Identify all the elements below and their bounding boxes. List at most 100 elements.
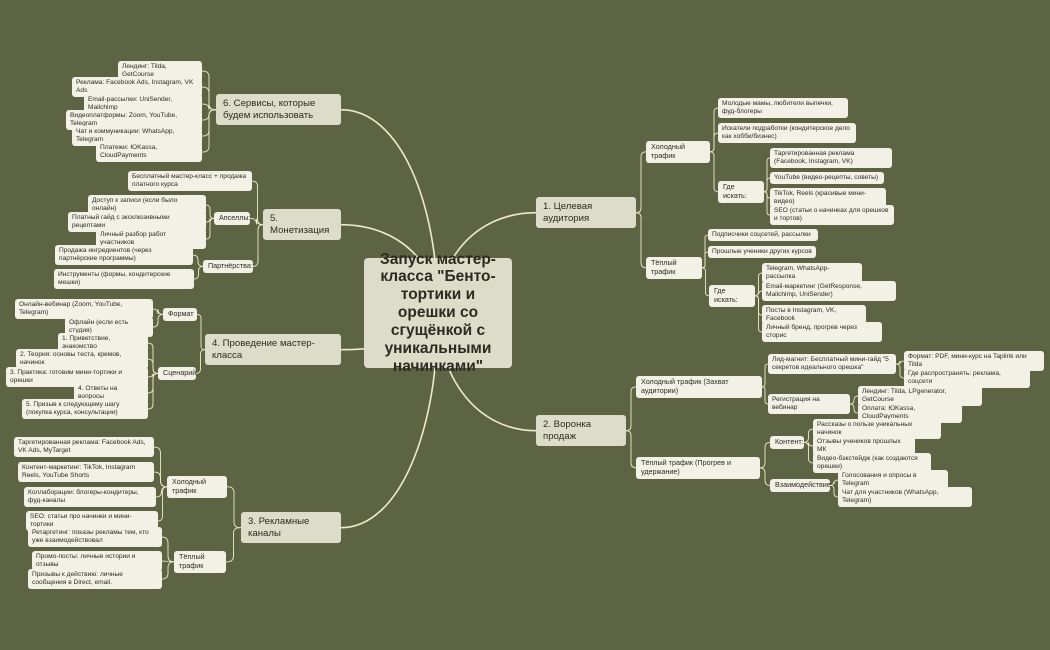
ads-warm-item-3[interactable]: Призывы к действию: личные сообщения в D… — [28, 569, 162, 590]
connector-funnel-webinar-item-1 — [849, 395, 859, 405]
funnel-content-item-1[interactable]: Рассказы о пользе уникальных начинок — [813, 419, 941, 440]
ads-cold-item-4[interactable]: SEO: статьи про начинки и мини-тортики — [26, 511, 158, 532]
connector-masterclass-scenario-item-5 — [147, 372, 159, 410]
branch-ad-channels[interactable]: 3. Рекламные каналы — [241, 512, 341, 544]
funnel-interact-item-1[interactable]: Голосования и опросы в Telegram — [838, 470, 948, 491]
funnel-interaction[interactable]: Взаимодействие: — [770, 479, 833, 492]
audience-cold-traffic[interactable]: Холодный трафик — [646, 141, 710, 163]
ads-warm-item-2[interactable]: Промо-посты: личные истории и отзывы — [32, 551, 162, 572]
funnel-content-item-3[interactable]: Видео-бэкстейдж (как создаются орешки) — [813, 453, 931, 474]
branch-sales-funnel[interactable]: 2. Воронка продаж — [536, 415, 626, 447]
masterclass-scenario-item-5[interactable]: 5. Призыв к следующему шагу (покупка кур… — [22, 399, 148, 420]
services-item-5[interactable]: Чат и коммуникации: WhatsApp, Telegram — [72, 126, 202, 147]
funnel-lead-item-1[interactable]: Формат: PDF, мини-курс на Taplink или Ti… — [904, 351, 1044, 372]
connector-monetization-upsells — [250, 217, 263, 226]
services-item-3[interactable]: Email-рассылки: UniSender, Mailchimp — [84, 94, 202, 115]
connector-funnel-lead-item-2 — [895, 363, 905, 379]
connector-services-item-3 — [202, 103, 216, 111]
connector-ads-warm-traffic — [226, 527, 241, 563]
connector-monetization-partner-item-2 — [193, 265, 204, 280]
ads-warm-item-1[interactable]: Ретаргетинг: показы рекламы тем, кто уже… — [28, 527, 162, 548]
ads-cold-item-3[interactable]: Коллаборации: блогеры-кондитеры, фуд-кан… — [24, 487, 156, 508]
connector-masterclass-scenario-item-2 — [147, 358, 159, 374]
connector-audience-warm-where — [701, 267, 710, 297]
ads-warm-traffic[interactable]: Тёплый трафик — [174, 551, 226, 573]
masterclass-scenario-item-2[interactable]: 2. Теория: основы теста, кремов, начинок — [16, 349, 148, 370]
audience-warm-where-2[interactable]: Email-маркетинг (GetResponse, Mailchimp,… — [762, 281, 896, 302]
connector-ads-cold-traffic — [227, 486, 241, 529]
funnel-webinar-item-2[interactable]: Оплата: ЮKassa, CloudPayments — [858, 403, 962, 424]
connector-funnel-interact-item-2 — [829, 484, 839, 498]
monetization-partner-item-1[interactable]: Продажа ингредиентов (через партнёрские … — [55, 245, 193, 266]
masterclass-scenario-item-4[interactable]: 4. Ответы на вопросы — [74, 383, 148, 404]
funnel-cold-traffic[interactable]: Холодный трафик (Захват аудитории) — [636, 376, 762, 398]
audience-warm-where-3[interactable]: Посты в Instagram, VK, Facebook — [762, 305, 866, 326]
branch-services[interactable]: 6. Сервисы, которые будем использовать — [216, 94, 341, 126]
funnel-webinar[interactable]: Регистрация на вебинар — [768, 394, 850, 415]
monetization-upsell-item-3[interactable]: Личный разбор работ участников — [96, 229, 206, 250]
services-item-4[interactable]: Видеоплатформы: Zoom, YouTube, Telegram — [66, 110, 202, 131]
audience-warm-where-1[interactable]: Telegram, WhatsApp-рассылка — [762, 263, 862, 284]
connector-funnel-lead-magnet — [761, 363, 769, 388]
connector-masterclass-format-item-1 — [152, 308, 164, 315]
services-item-1[interactable]: Лендинг: Tilda, GetCourse — [118, 61, 202, 82]
connector-masterclass-format-item-2 — [152, 313, 164, 328]
funnel-warm-traffic[interactable]: Тёплый трафик (Прогрев и удержание) — [636, 457, 760, 479]
connector-ads-cold-item-4 — [157, 486, 168, 522]
connector-funnel-webinar — [761, 386, 769, 405]
masterclass-format[interactable]: Формат — [163, 308, 197, 321]
connector-funnel-content-item-1 — [803, 428, 814, 443]
funnel-lead-magnet[interactable]: Лид-магнит: Бесплатный мини-гайд "5 секр… — [768, 354, 896, 375]
funnel-content-item-2[interactable]: Отзывы учеников прошлых МК — [813, 436, 915, 457]
connector-audience-cold-traffic — [635, 151, 647, 214]
monetization-partners[interactable]: Партнёрства: — [203, 260, 253, 273]
monetization-free-mk[interactable]: Бесплатный мастер-класс + продажа платно… — [128, 171, 252, 192]
funnel-webinar-item-1[interactable]: Лендинг: Tilda, LPgenerator, GetCourse — [858, 386, 982, 407]
audience-cold-where-1[interactable]: Таргетированная реклама (Facebook, Insta… — [770, 148, 892, 169]
audience-cold-where[interactable]: Где искать: — [718, 181, 764, 203]
connector-funnel-content-item-3 — [803, 441, 814, 464]
connector-funnel-lead-item-1 — [895, 360, 905, 365]
ads-cold-item-1[interactable]: Таргетированная реклама: Facebook Ads, V… — [14, 437, 154, 458]
services-item-2[interactable]: Реклама: Facebook Ads, Instagram, VK Ads — [72, 77, 202, 98]
audience-warm-where-4[interactable]: Личный бренд, прогрев через сторис — [762, 322, 882, 343]
audience-warm-item-1[interactable]: Подписчики соцсетей, рассылки — [708, 229, 818, 242]
services-item-6[interactable]: Платежи: ЮKassa, CloudPayments — [96, 142, 202, 163]
masterclass-scenario[interactable]: Сценарий — [158, 367, 196, 380]
masterclass-scenario-item-1[interactable]: 1. Приветствие, знакомство — [58, 333, 148, 354]
audience-cold-item-1[interactable]: Молодые мамы, любители выпечки, фуд-блог… — [718, 98, 848, 119]
funnel-lead-item-2[interactable]: Где распространять: реклама, соцсети — [904, 368, 1030, 389]
audience-cold-where-4[interactable]: SEO (статьи о начинках для орешков и тор… — [770, 205, 894, 226]
connector-funnel-warm-traffic — [625, 430, 637, 469]
connector-monetization-free-mk — [251, 180, 264, 226]
connector-ads-cold-item-2 — [154, 471, 167, 488]
funnel-interact-item-2[interactable]: Чат для участников (WhatsApp, Telegram) — [838, 487, 972, 508]
connector-monetization-partner-item-1 — [192, 254, 204, 267]
monetization-upsells[interactable]: Апселлы: — [214, 212, 251, 225]
connector-ads-warm-item-3 — [161, 561, 175, 580]
funnel-content[interactable]: Контент: — [770, 436, 804, 449]
audience-cold-where-3[interactable]: TikTok, Reels (красивые мини-видео) — [770, 188, 886, 209]
connector-masterclass-format — [196, 313, 206, 351]
masterclass-format-item-2[interactable]: Офлайн (если есть студия) — [65, 317, 153, 338]
masterclass-scenario-item-3[interactable]: 3. Практика: готовим мини-тортики и ореш… — [6, 367, 148, 388]
connector-audience-warm-where-2 — [754, 290, 763, 297]
masterclass-format-item-1[interactable]: Онлайн-вебинар (Zoom, YouTube, Telegram) — [15, 299, 153, 320]
monetization-partner-item-2[interactable]: Инструменты (формы, кондитерские мешки) — [54, 269, 194, 290]
branch-target-audience[interactable]: 1. Целевая аудитория — [536, 197, 636, 229]
branch-masterclass[interactable]: 4. Проведение мастер-класса — [205, 334, 341, 366]
audience-cold-where-2[interactable]: YouTube (видео-рецепты, советы) — [770, 172, 884, 185]
monetization-upsell-item-2[interactable]: Платный гайд с эксклюзивными рецептами — [68, 212, 206, 233]
branch-monetization[interactable]: 5. Монетизация — [263, 209, 341, 241]
ads-cold-traffic[interactable]: Холодный трафик — [167, 476, 227, 498]
audience-cold-item-2[interactable]: Искатели подработки (кондитерское дело к… — [718, 123, 856, 144]
ads-cold-item-2[interactable]: Контент-маркетинг: TikTok, Instagram Ree… — [18, 462, 154, 483]
connector-funnel-interaction — [759, 467, 771, 486]
audience-warm-where[interactable]: Где искать: — [709, 285, 755, 307]
central-topic[interactable]: Запуск мастер-класса "Бенто-тортики и ор… — [364, 251, 512, 375]
connector-audience-cold-where-4 — [763, 191, 771, 216]
connector-ads-warm-item-2 — [161, 560, 175, 563]
monetization-upsell-item-1[interactable]: Доступ к записи (если было онлайн) — [88, 195, 206, 216]
audience-warm-item-2[interactable]: Прошлые ученики других курсов — [708, 246, 816, 259]
audience-warm-traffic[interactable]: Тёплый трафик — [646, 257, 702, 279]
